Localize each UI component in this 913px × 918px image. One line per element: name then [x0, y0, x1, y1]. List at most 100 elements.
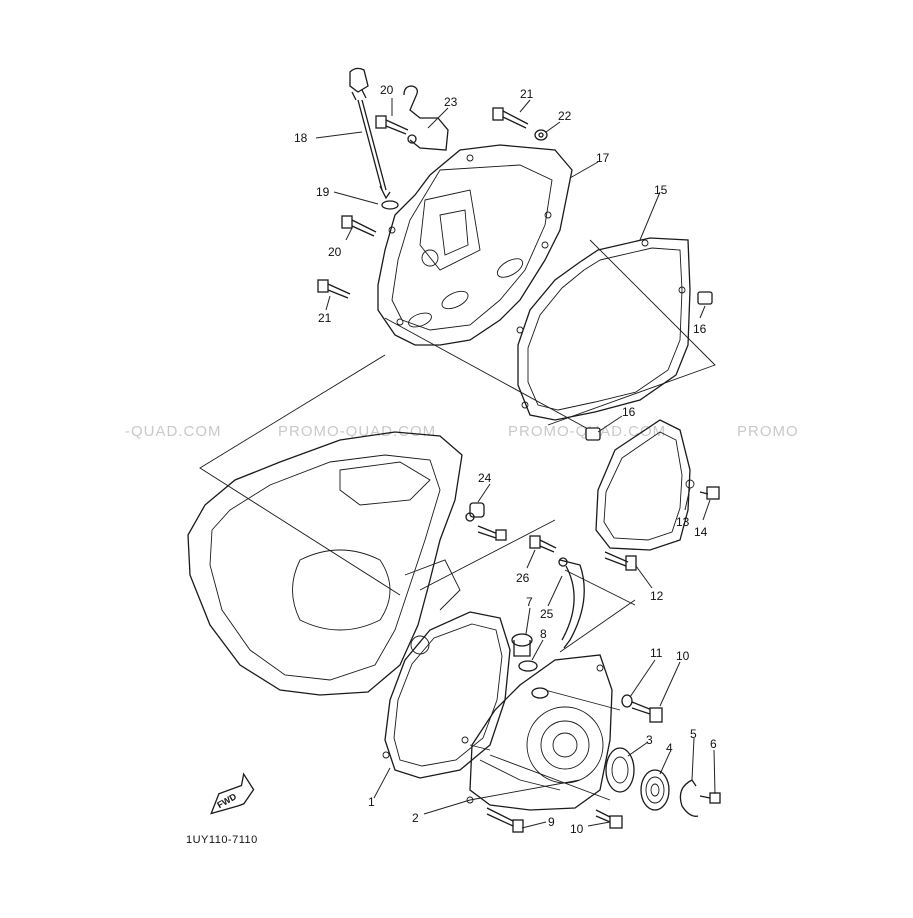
- leader-line: [639, 191, 661, 241]
- callout-label: 18: [294, 131, 308, 145]
- callout-label: 22: [558, 109, 572, 123]
- engine-case-drawing: [187, 431, 463, 696]
- watermark-text: PROMO: [737, 423, 799, 440]
- leader-line: [521, 821, 547, 829]
- screw-6: [699, 792, 721, 804]
- bolt-10-lower: [595, 809, 623, 829]
- leader-line: [569, 161, 599, 179]
- callout-label: 2: [412, 811, 419, 825]
- callout-label: 6: [710, 737, 717, 751]
- callout-label: 14: [694, 525, 708, 539]
- diagram-code: 1UY110-7110: [186, 834, 258, 846]
- callout-label: 20: [328, 245, 342, 259]
- bolt-10-upper: [631, 701, 663, 723]
- o-ring-drawing: [381, 200, 399, 210]
- callout-label: 16: [693, 322, 707, 336]
- gasket-15-drawing: [516, 237, 691, 421]
- clamp-25-drawing: [558, 557, 585, 649]
- leader-line: [547, 575, 563, 607]
- callout-label: 11: [650, 646, 663, 660]
- crankcase-cover-2-drawing: [466, 654, 613, 811]
- bolt-12: [604, 551, 637, 571]
- leader-line: [519, 99, 531, 113]
- washer-22: [534, 129, 548, 141]
- grommet-24: [465, 502, 485, 522]
- leader-line: [531, 639, 544, 661]
- crankcase-cover-drawing: [377, 144, 573, 346]
- callout-label: 13: [676, 515, 690, 529]
- callout-label: 4: [666, 741, 673, 755]
- callout-label: 21: [520, 87, 534, 101]
- leader-line: [477, 483, 491, 503]
- bracket-drawing: [403, 85, 449, 151]
- bolt-20-left: [341, 215, 377, 237]
- leader-line: [525, 607, 531, 635]
- callout-label: 1: [368, 795, 375, 809]
- callout-label: 24: [478, 471, 492, 485]
- washer-11: [621, 694, 633, 708]
- o-ring-8: [518, 660, 538, 672]
- fwd-arrow-icon: FWD: [210, 772, 255, 815]
- bolt-24: [477, 525, 507, 541]
- leader-line: [315, 131, 363, 139]
- leader-line: [699, 305, 706, 319]
- callout-label: 25: [540, 607, 554, 621]
- leader-line: [713, 749, 716, 795]
- callout-label: 12: [650, 589, 664, 603]
- callout-label: 3: [646, 733, 653, 747]
- leader-line: [427, 107, 449, 129]
- bearing-3: [605, 747, 635, 793]
- leader-line: [702, 499, 711, 521]
- leader-line: [597, 415, 623, 433]
- leader-line: [629, 659, 656, 698]
- callout-label: 8: [540, 627, 547, 641]
- leader-line: [423, 799, 471, 815]
- circlip-5: [679, 779, 699, 817]
- watermark-text: PROMO-QUAD.COM: [278, 423, 436, 440]
- leader-line: [333, 191, 379, 205]
- watermark: -QUAD.COM PROMO-QUAD.COM PROMO-QUAD.COM …: [125, 423, 799, 440]
- leader-line: [659, 751, 671, 775]
- leader-line: [325, 295, 331, 311]
- watermark-text: -QUAD.COM: [125, 423, 222, 440]
- leader-line: [587, 821, 611, 827]
- dowel-pin-lower: [585, 427, 601, 441]
- bolt-9: [486, 807, 524, 833]
- plug-7: [511, 633, 533, 657]
- bolt-21-top: [492, 107, 529, 129]
- bolt-21-left: [317, 279, 351, 299]
- callout-label: 23: [444, 95, 458, 109]
- dipstick-drawing: [349, 67, 391, 200]
- leader-line: [526, 549, 536, 569]
- bolt-20-top: [375, 115, 409, 135]
- callout-label: 15: [654, 183, 668, 197]
- leader-line: [345, 227, 353, 241]
- dowel-pin-upper: [697, 291, 713, 305]
- leader-line: [627, 741, 649, 757]
- callout-label: 16: [622, 405, 636, 419]
- leader-line: [373, 767, 391, 799]
- callout-labels: 1 2 3 4 5 6 7 8 9 10 10 11 12 13 14 15 1…: [294, 83, 717, 836]
- callout-label: 21: [318, 311, 332, 325]
- callout-label: 5: [690, 727, 697, 741]
- gasket-1-drawing: [382, 611, 511, 779]
- callout-leaders: [315, 98, 716, 829]
- callout-label: 9: [548, 815, 555, 829]
- bolt-26: [529, 535, 557, 553]
- bolt-14: [699, 486, 720, 500]
- leader-line: [691, 737, 695, 781]
- callout-label: 17: [596, 151, 610, 165]
- callout-label: 20: [380, 83, 394, 97]
- callout-label: 10: [570, 822, 584, 836]
- callout-label: 19: [316, 185, 330, 199]
- callout-label: 10: [676, 649, 690, 663]
- callout-label: 7: [526, 595, 533, 609]
- oil-seal-4: [640, 769, 670, 811]
- assembly-guide-lines: [199, 239, 716, 801]
- leader-line: [659, 661, 681, 707]
- leader-line: [684, 487, 691, 511]
- callout-label: 26: [516, 571, 530, 585]
- leader-line: [635, 565, 653, 589]
- leader-line: [545, 121, 561, 133]
